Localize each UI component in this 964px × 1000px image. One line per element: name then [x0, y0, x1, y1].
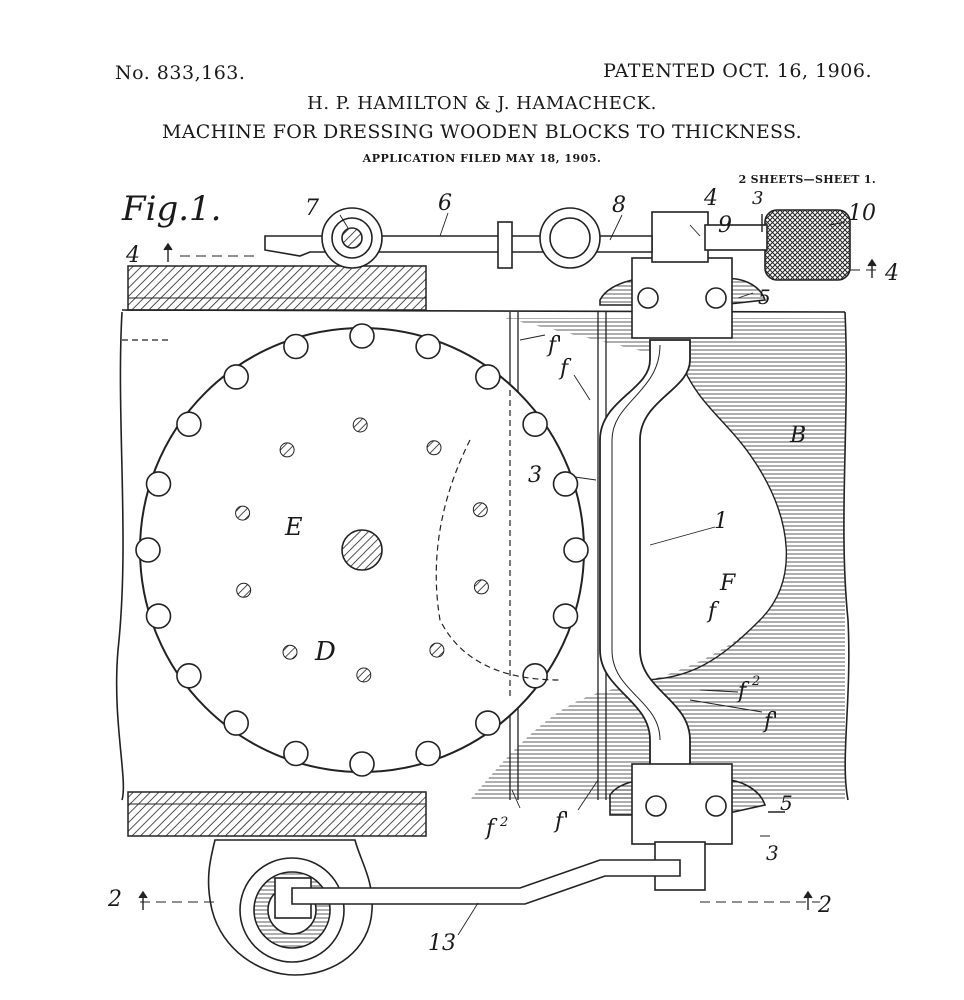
leader-lines	[339, 212, 846, 936]
ref-6: 6	[438, 191, 452, 216]
ref-8: 8	[612, 193, 626, 218]
cutter-tooth	[415, 740, 441, 767]
cutter-hole	[236, 582, 252, 598]
ref-3-top: 3	[752, 188, 763, 209]
bottom-rail	[127, 791, 427, 837]
patent-number: No. 833,163.	[115, 62, 246, 84]
application-filed: APPLICATION FILED MAY 18, 1905.	[362, 152, 602, 165]
ref-1: 1	[714, 509, 728, 534]
figure-labels: Fig.1. 7 6 8 4 9 3 10 4 4 5 f' f 3 B E 1…	[107, 186, 899, 956]
cutter-tooth	[415, 333, 441, 360]
cutter-tooth	[145, 603, 172, 629]
top-rail	[127, 265, 427, 311]
ref-3-mid: 3	[528, 463, 542, 488]
ref-4-right: 4	[884, 261, 899, 286]
cutter-tooth	[349, 751, 375, 777]
cutter-tooth	[223, 364, 249, 390]
cutter-tooth	[522, 411, 548, 438]
ref-f-prime-2: f'	[762, 709, 778, 734]
cutter-hole	[282, 644, 298, 660]
section-arrows	[138, 214, 877, 910]
cutter-hole	[352, 417, 368, 433]
block-b-shading	[470, 318, 845, 800]
cutter-hole	[473, 579, 489, 595]
ref-10: 10	[848, 201, 876, 226]
cutter-tooth	[563, 537, 589, 563]
cutter-hole	[235, 505, 251, 521]
top-bracket	[599, 211, 767, 339]
ref-4-left: 4	[125, 243, 140, 268]
ref-5-bottom: 5	[780, 791, 793, 815]
ref-f-prime-3: f'	[553, 809, 569, 834]
patent-title: MACHINE FOR DRESSING WOODEN BLOCKS TO TH…	[162, 121, 802, 143]
bottom-bracket	[609, 763, 767, 891]
cutter-tooth	[474, 710, 501, 736]
ref-b: B	[789, 423, 806, 448]
ref-f2-bottom-sup: 2	[499, 815, 508, 830]
cutter-tooth	[283, 333, 309, 360]
ref-f2-bottom: f	[484, 816, 498, 841]
ref-e: E	[284, 513, 303, 541]
ref-f-1: f	[558, 356, 572, 381]
ref-2-right: 2	[817, 893, 832, 918]
cutter-tooth	[176, 411, 202, 438]
ref-f-2: f	[706, 599, 720, 624]
cutter-tooth	[145, 471, 172, 497]
cutter-hole	[429, 642, 445, 658]
ref-f-prime-1: f'	[546, 333, 562, 358]
cutter-hole	[279, 442, 295, 458]
ref-5-top: 5	[758, 285, 771, 309]
bottom-lever	[207, 839, 681, 976]
cutter-tooth	[283, 740, 309, 767]
sheet-count: 2 SHEETS—SHEET 1.	[738, 173, 876, 186]
ref-f-cap: F	[719, 571, 736, 596]
ref-7: 7	[305, 196, 319, 221]
cutter-tooth	[349, 323, 375, 349]
ref-13: 13	[428, 931, 456, 956]
ref-3-bottom: 3	[766, 841, 779, 865]
cutter-hole	[426, 440, 442, 456]
cutter-tooth	[552, 603, 579, 629]
cutter-tooth	[474, 364, 501, 390]
cutter-hole	[356, 667, 372, 683]
ref-d: D	[314, 637, 336, 667]
cutter-tooth	[223, 710, 249, 736]
cutter-disk	[135, 323, 589, 777]
ref-f2-right-sup: 2	[751, 674, 760, 689]
top-lever	[264, 207, 851, 281]
section-lines	[140, 255, 880, 903]
cutter-hole	[472, 502, 488, 518]
cutter-tooth	[552, 471, 579, 497]
inventors-line: H. P. HAMILTON & J. HAMACHECK.	[307, 93, 657, 114]
cutter-tooth	[522, 662, 548, 689]
patent-date: PATENTED OCT. 16, 1906.	[603, 60, 872, 82]
ref-2-left: 2	[107, 887, 122, 912]
dashed-outlines	[122, 339, 561, 700]
ref-4-top: 4	[703, 186, 718, 211]
cutter-tooth	[135, 537, 161, 563]
ref-9: 9	[718, 213, 732, 238]
cutter-tooth	[176, 662, 202, 689]
figure-label: Fig.1.	[121, 189, 221, 229]
